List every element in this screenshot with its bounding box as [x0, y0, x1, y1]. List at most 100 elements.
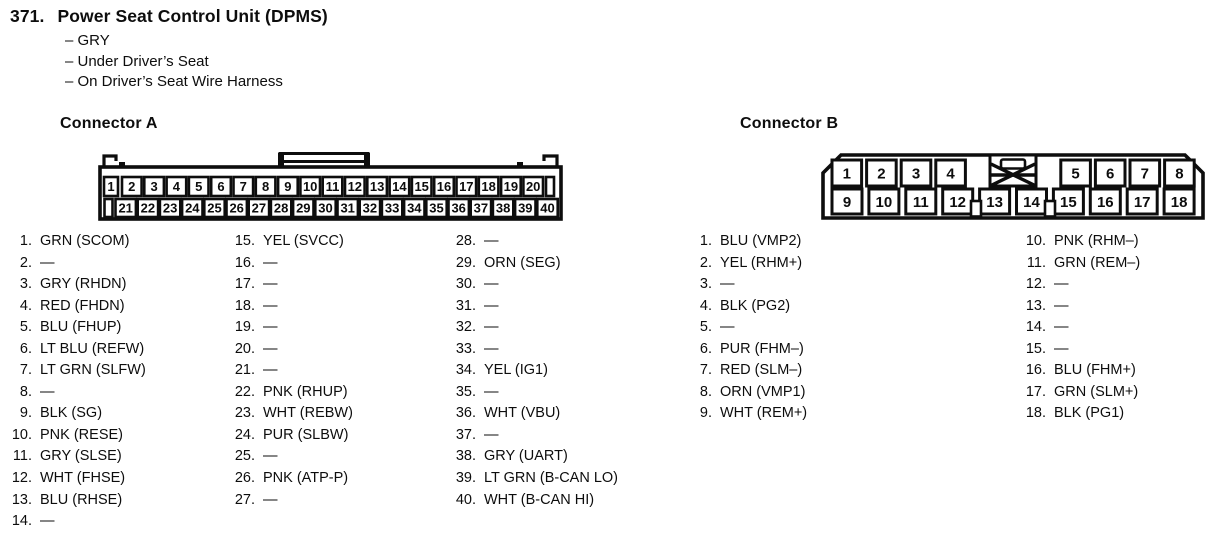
pin-cavity-number: 9: [843, 194, 851, 211]
pin-cavity-18: [477, 175, 500, 198]
pin-description: —: [1054, 276, 1069, 293]
pin-number: 26.: [234, 470, 255, 487]
pin-cavity-number: 16: [1097, 194, 1114, 211]
pin-description: —: [263, 276, 278, 293]
pin-cavity-number: 11: [913, 194, 929, 211]
pin-cavity-number: 1: [843, 165, 851, 182]
pin-number: 14.: [11, 513, 32, 530]
pin-description: LT BLU (REFW): [40, 340, 145, 357]
pin-description: —: [484, 426, 499, 443]
pin-description: —: [1054, 297, 1069, 314]
pin-description: PNK (RHUP): [263, 383, 348, 400]
keyway-latch: [999, 158, 1027, 170]
pin-description: —: [263, 340, 278, 357]
pin-number: 35.: [455, 383, 476, 400]
pin-row: 27.—: [228, 490, 353, 512]
pin-row: 7. RED (SLM–): [690, 360, 807, 382]
pin-description: —: [484, 297, 499, 314]
pin-cavity-26: [225, 197, 249, 219]
pin-description: ORN (SEG): [484, 254, 561, 271]
pin-row: 29.ORN (SEG): [452, 253, 618, 275]
pin-number: 32.: [455, 319, 476, 336]
pin-row: 1.BLU (VMP2): [690, 231, 807, 253]
pin-row: 12.WHT (FHSE): [6, 468, 146, 490]
pin-row: 13.BLU (RHSE): [6, 490, 146, 512]
note-line: – On Driver’s Seat Wire Harness: [65, 73, 283, 91]
housing-hook-left: [102, 154, 118, 167]
pin-number: 15.: [234, 233, 255, 249]
pin-cavity-number: 39: [518, 201, 532, 216]
pin-cavity-number: 12: [949, 194, 966, 211]
pin-row: 1.GRN (SCOM): [6, 231, 146, 253]
pin-cavity-4: [165, 175, 188, 198]
pin-row: 30.—: [452, 274, 618, 296]
pin-cavity-number: 4: [946, 165, 955, 182]
pin-description: WHT (REBW): [263, 405, 353, 422]
pin-description: —: [484, 383, 499, 400]
pin-row: 11.GRN (REM–): [1018, 253, 1140, 275]
note-line: – GRY: [65, 32, 110, 49]
pin-description: ORN (VMP1): [720, 383, 806, 400]
pin-row: 33.—: [452, 339, 618, 361]
pin-description: RED (SLM–): [720, 362, 803, 379]
pin-number: 36.: [455, 405, 476, 422]
pin-cavity-number: 4: [173, 179, 181, 194]
pin-number: 6.: [19, 340, 32, 357]
pin-number: 11.: [12, 448, 32, 465]
pin-cavity-40: [535, 197, 559, 219]
pin-row: 5.—: [690, 317, 807, 339]
pin-row: 17.—: [228, 274, 353, 296]
housing-hook-right: [542, 154, 559, 167]
pin-cavity-number: 6: [1106, 165, 1114, 182]
pin-cavity-number: 18: [481, 179, 495, 194]
pin-row: 4.BLK (PG2): [690, 296, 807, 318]
pin-number: 39.: [455, 470, 476, 487]
pin-cavity-number: 24: [185, 201, 200, 216]
housing-notch: [1043, 199, 1057, 218]
pin-description: BLU (FHM+): [1054, 362, 1136, 379]
pin-row: 10.PNK (RHM–): [1018, 231, 1140, 253]
pin-number: 18.: [234, 297, 255, 314]
pin-cavity-number: 11: [326, 179, 340, 194]
pin-number: 7.: [699, 362, 712, 379]
pin-description: YEL (IG1): [484, 362, 548, 379]
pin-description: LT GRN (B-CAN LO): [484, 470, 619, 487]
pin-description: BLK (SG): [40, 405, 103, 422]
pin-row: 8.—: [6, 382, 146, 404]
pin-cavity-12: [343, 175, 366, 198]
pin-cavity-16: [432, 175, 456, 198]
pin-cavity-number: 7: [1141, 165, 1149, 182]
pin-cavity-35: [424, 197, 448, 219]
pin-cavity-number: 35: [429, 201, 443, 216]
pin-number: 17.: [1025, 383, 1046, 400]
pin-number: 40.: [455, 491, 476, 508]
section-number: 371.: [10, 6, 45, 26]
pin-description: —: [484, 233, 499, 249]
keyway-x-diagonal: [990, 162, 1036, 188]
pin-number: 31.: [455, 297, 476, 314]
pin-cavity-15: [410, 175, 433, 198]
pin-number: 20.: [234, 340, 255, 357]
pin-number: 1.: [19, 233, 32, 249]
pin-cavity-number: 2: [128, 179, 135, 194]
pin-row: 14.—: [1018, 317, 1140, 339]
pin-number: 23.: [234, 405, 255, 422]
pin-cavity-number: 16: [437, 179, 451, 194]
pin-description: GRY (UART): [484, 448, 568, 465]
pin-cavity-number: 20: [526, 179, 540, 194]
pin-cavity-19: [499, 175, 523, 198]
pin-row: 6. LT BLU (REFW): [6, 339, 146, 361]
pin-number: 10.: [11, 426, 32, 443]
pin-row: 32.—: [452, 317, 618, 339]
pin-cavity-10: [299, 175, 322, 198]
pin-description: —: [1054, 340, 1069, 357]
pin-row: 19.—: [228, 317, 353, 339]
pin-cavity-number: 38: [496, 201, 510, 216]
pin-cavity-17: [455, 175, 478, 198]
pin-description: —: [484, 340, 499, 357]
pin-cavity-4: [934, 158, 967, 188]
pin-description: LT GRN (SLFW): [40, 362, 146, 379]
pin-row: 22.PNK (RHUP): [228, 382, 353, 404]
pin-number: 7.: [19, 362, 32, 379]
pin-cavity-number: 13: [986, 194, 1003, 211]
